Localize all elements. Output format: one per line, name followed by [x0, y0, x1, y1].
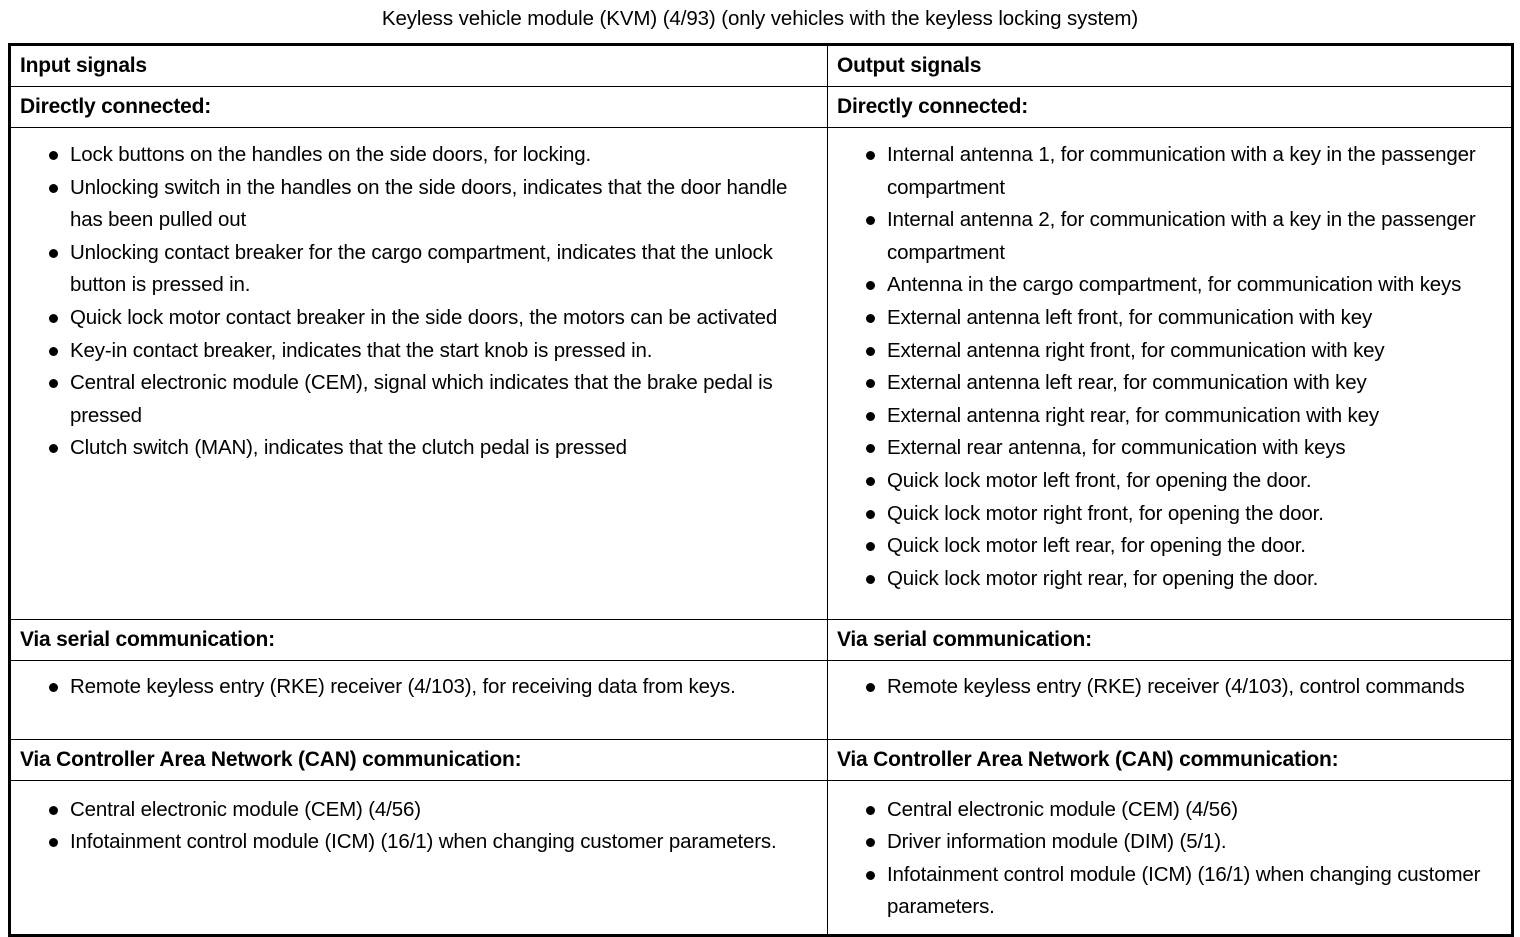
section-body-row-via-serial: Remote keyless entry (RKE) receiver (4/1… — [9, 660, 1513, 740]
list-item: Antenna in the cargo compartment, for co… — [838, 269, 1501, 302]
list-item: Infotainment control module (ICM) (16/1)… — [838, 859, 1501, 924]
list-item: Key-in contact breaker, indicates that t… — [21, 335, 817, 368]
list-item: External antenna left front, for communi… — [838, 302, 1501, 335]
list-item: Internal antenna 2, for communication wi… — [838, 204, 1501, 269]
section-body-row-via-can: Central electronic module (CEM) (4/56) I… — [9, 780, 1513, 936]
list-item: External antenna right front, for commun… — [838, 335, 1501, 368]
section-heading-row-directly-connected: Directly connected: Directly connected: — [9, 86, 1513, 128]
list-item: Infotainment control module (ICM) (16/1)… — [21, 826, 817, 858]
list-item: Central electronic module (CEM) (4/56) — [838, 794, 1501, 826]
section-heading-input-via-can-cell: Via Controller Area Network (CAN) commun… — [9, 739, 828, 781]
list-item: Clutch switch (MAN), indicates that the … — [21, 432, 817, 465]
input-signals-via-can-cell: Central electronic module (CEM) (4/56) I… — [9, 780, 828, 936]
signals-table: Input signals Output signals Directly co… — [8, 43, 1514, 937]
input-list-directly-connected: Lock buttons on the handles on the side … — [21, 139, 817, 465]
section-heading-row-via-can: Via Controller Area Network (CAN) commun… — [9, 739, 1513, 781]
list-item: External antenna right rear, for communi… — [838, 400, 1501, 433]
column-header-output: Output signals — [837, 54, 982, 77]
list-item: Quick lock motor right rear, for opening… — [838, 563, 1501, 596]
list-item: Internal antenna 1, for communication wi… — [838, 139, 1501, 204]
section-heading-input-via-can: Via Controller Area Network (CAN) commun… — [20, 748, 522, 771]
list-item: Remote keyless entry (RKE) receiver (4/1… — [21, 671, 817, 704]
output-signals-via-serial-cell: Remote keyless entry (RKE) receiver (4/1… — [827, 660, 1513, 740]
list-item: Quick lock motor left front, for opening… — [838, 465, 1501, 498]
list-item: External rear antenna, for communication… — [838, 432, 1501, 465]
section-heading-output-via-can: Via Controller Area Network (CAN) commun… — [837, 748, 1339, 771]
input-list-via-serial: Remote keyless entry (RKE) receiver (4/1… — [21, 671, 817, 704]
list-item: Unlocking switch in the handles on the s… — [21, 172, 817, 237]
section-heading-output-directly-connected: Directly connected: — [837, 95, 1029, 118]
list-item: Quick lock motor right front, for openin… — [838, 498, 1501, 531]
list-item: External antenna left rear, for communic… — [838, 367, 1501, 400]
output-list-directly-connected: Internal antenna 1, for communication wi… — [838, 139, 1501, 595]
section-heading-input-directly-connected-cell: Directly connected: — [9, 86, 828, 128]
column-header-input-cell: Input signals — [9, 44, 828, 87]
list-item: Remote keyless entry (RKE) receiver (4/1… — [838, 671, 1501, 704]
list-item: Central electronic module (CEM) (4/56) — [21, 794, 817, 826]
list-item: Driver information module (DIM) (5/1). — [838, 826, 1501, 858]
section-heading-output-directly-connected-cell: Directly connected: — [827, 86, 1513, 128]
list-item: Quick lock motor contact breaker in the … — [21, 302, 817, 335]
section-body-row-directly-connected: Lock buttons on the handles on the side … — [9, 127, 1513, 620]
list-item: Central electronic module (CEM), signal … — [21, 367, 817, 432]
section-heading-input-via-serial-cell: Via serial communication: — [9, 619, 828, 661]
list-item: Lock buttons on the handles on the side … — [21, 139, 817, 172]
output-list-via-serial: Remote keyless entry (RKE) receiver (4/1… — [838, 671, 1501, 704]
table-header-row: Input signals Output signals — [9, 44, 1513, 87]
input-signals-via-serial-cell: Remote keyless entry (RKE) receiver (4/1… — [9, 660, 828, 740]
output-signals-directly-connected-cell: Internal antenna 1, for communication wi… — [827, 127, 1513, 620]
column-header-output-cell: Output signals — [827, 44, 1513, 87]
input-list-via-can: Central electronic module (CEM) (4/56) I… — [21, 794, 817, 859]
section-heading-output-via-can-cell: Via Controller Area Network (CAN) commun… — [827, 739, 1513, 781]
list-item: Unlocking contact breaker for the cargo … — [21, 237, 817, 302]
input-signals-directly-connected-cell: Lock buttons on the handles on the side … — [9, 127, 828, 620]
section-heading-output-via-serial: Via serial communication: — [837, 628, 1092, 651]
section-heading-input-directly-connected: Directly connected: — [20, 95, 212, 118]
section-heading-input-via-serial: Via serial communication: — [20, 628, 275, 651]
section-heading-output-via-serial-cell: Via serial communication: — [827, 619, 1513, 661]
output-signals-via-can-cell: Central electronic module (CEM) (4/56) D… — [827, 780, 1513, 936]
list-item: Quick lock motor left rear, for opening … — [838, 530, 1501, 563]
page-title: Keyless vehicle module (KVM) (4/93) (onl… — [381, 7, 1139, 30]
section-heading-row-via-serial: Via serial communication: Via serial com… — [9, 619, 1513, 661]
column-header-input: Input signals — [20, 54, 147, 77]
output-list-via-can: Central electronic module (CEM) (4/56) D… — [838, 794, 1501, 924]
